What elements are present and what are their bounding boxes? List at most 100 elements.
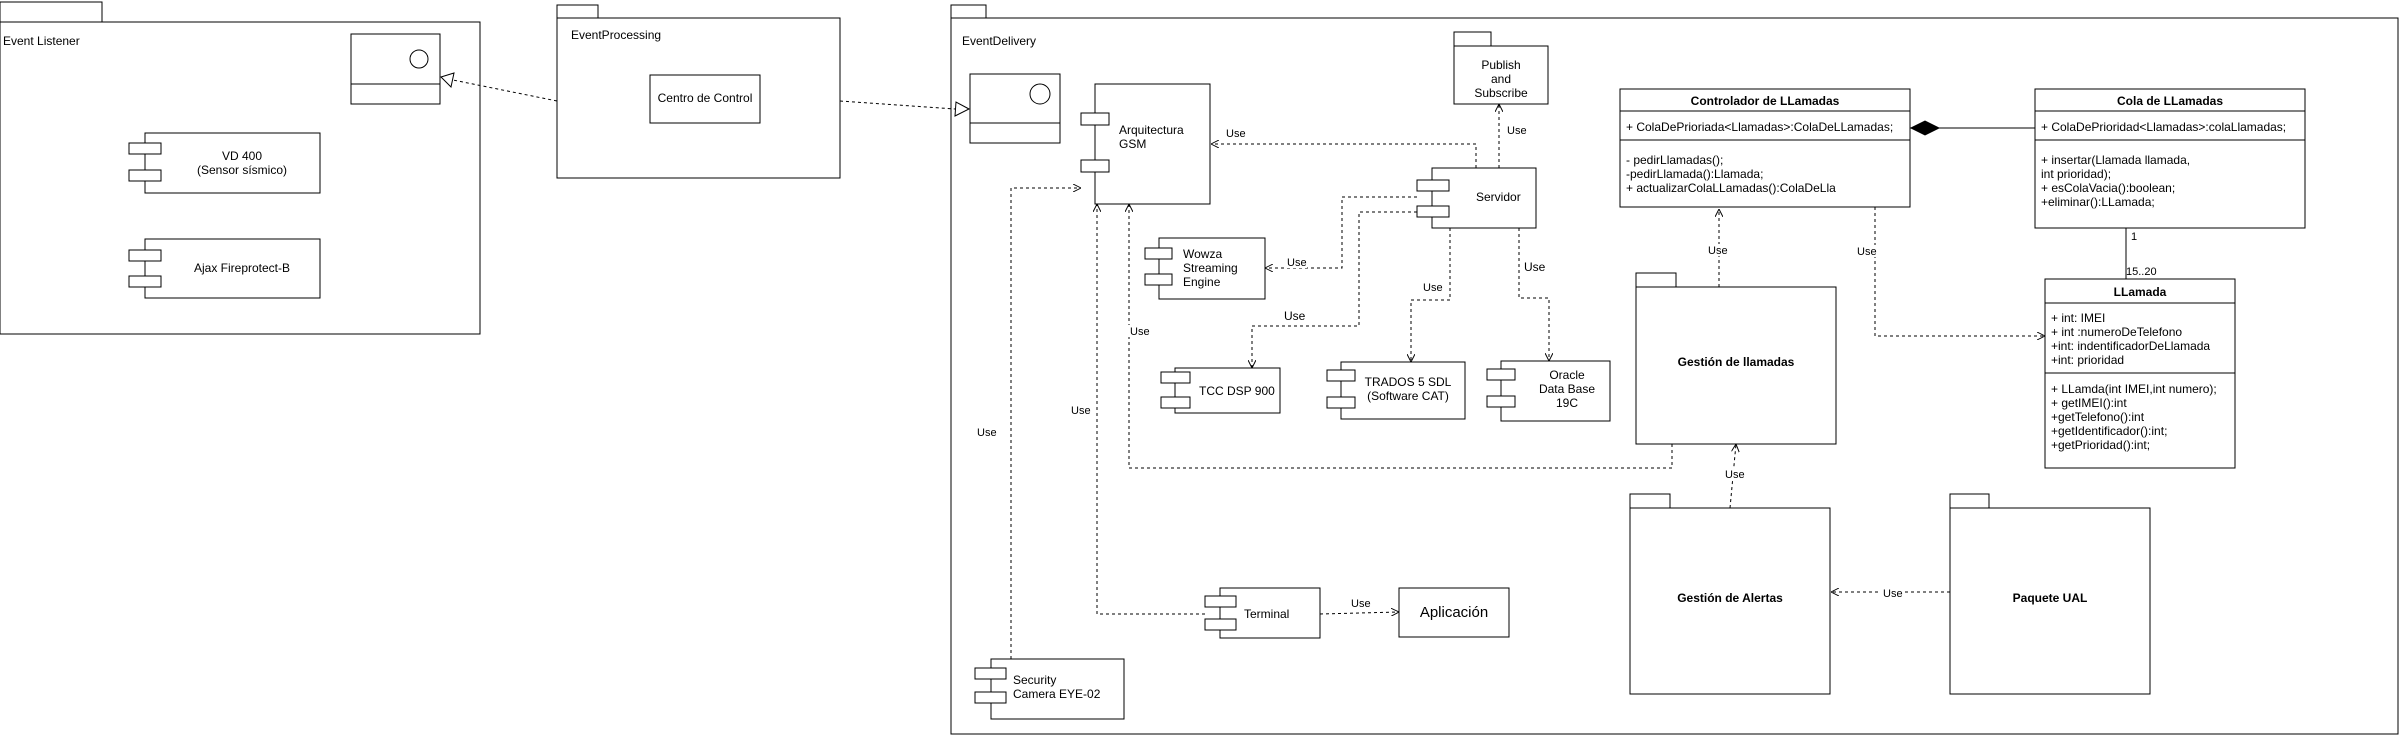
- use-label: Use: [1282, 309, 1308, 323]
- llamada-attribute: +int: indentificadorDeLlamada: [2051, 339, 2210, 353]
- interface-circle-icon: [409, 49, 429, 69]
- publish-label-line2: and: [1491, 72, 1511, 86]
- svg-text:Use: Use: [1351, 598, 1371, 610]
- use-label: Use: [975, 426, 997, 439]
- servidor-label: Servidor: [1476, 190, 1521, 204]
- component-arquitectura-gsm[interactable]: Arquitectura GSM: [1080, 83, 1211, 205]
- component-oracle[interactable]: Oracle Data Base 19C: [1486, 360, 1611, 422]
- llamada-method: + LLamda(int IMEI,int numero);: [2051, 382, 2217, 396]
- oracle-label-line2: Data Base: [1539, 382, 1595, 396]
- use-label: Use: [1224, 127, 1246, 140]
- svg-text:Use: Use: [1130, 326, 1150, 338]
- llamada-method: +getPrioridad():int;: [2051, 438, 2150, 452]
- trados-label-line1: TRADOS 5 SDL: [1365, 375, 1452, 389]
- use-label: Use: [1505, 124, 1527, 137]
- use-label: Use: [1285, 256, 1307, 269]
- dependency-terminal-aplicacion: [1319, 612, 1399, 614]
- wowza-label-line1: Wowza: [1183, 247, 1222, 261]
- svg-text:Use: Use: [1423, 282, 1443, 294]
- cola-method: + insertar(Llamada llamada,: [2041, 153, 2190, 167]
- llamada-title: LLamada: [2114, 285, 2167, 299]
- package-label-event-listener: Event Listener: [3, 34, 80, 48]
- component-interface-box[interactable]: [350, 33, 441, 105]
- llamada-method: +getTelefono():int: [2051, 410, 2145, 424]
- use-label: Use: [1421, 281, 1443, 294]
- llamada-method: + getIMEI():int: [2051, 396, 2127, 410]
- class-cola-llamadas[interactable]: Cola de LLamadas + ColaDePrioridad<Llama…: [2034, 88, 2306, 229]
- gestion-alertas-label: Gestión de Alertas: [1677, 591, 1783, 605]
- package-label-event-delivery: EventDelivery: [962, 34, 1036, 48]
- component-wowza[interactable]: Wowza Streaming Engine: [1144, 237, 1266, 300]
- component-ajax[interactable]: Ajax Fireprotect-B: [128, 238, 321, 299]
- multiplicity-one: 1: [2131, 231, 2137, 243]
- cola-attribute: + ColaDePrioridad<Llamadas>:colaLlamadas…: [2041, 120, 2286, 134]
- cola-title: Cola de LLamadas: [2117, 94, 2223, 108]
- svg-text:Use: Use: [1226, 128, 1246, 140]
- terminal-label: Terminal: [1244, 607, 1289, 621]
- package-gestion-alertas[interactable]: Gestión de Alertas: [1629, 493, 1831, 695]
- component-aplicacion[interactable]: Aplicación: [1398, 587, 1510, 638]
- trados-label-line2: (Software CAT): [1367, 389, 1449, 403]
- svg-text:Use: Use: [1071, 405, 1091, 417]
- interface-circle-icon: [1029, 83, 1051, 105]
- wowza-label-line2: Streaming: [1183, 261, 1238, 275]
- cola-method: + esColaVacia():boolean;: [2041, 181, 2175, 195]
- controlador-method: + actualizarColaLLamadas():ColaDeLla: [1626, 181, 1836, 195]
- arquitectura-label-line1: Arquitectura: [1119, 123, 1184, 137]
- publish-label-line1: Publish: [1481, 58, 1520, 72]
- dependency-servidor-gsm: [1211, 144, 1477, 168]
- use-label: Use: [1522, 259, 1548, 274]
- use-label: Use: [1855, 245, 1877, 258]
- realization-arrow: [440, 72, 558, 102]
- package-gestion-llamadas[interactable]: Gestión de llamadas: [1635, 272, 1837, 445]
- aplicacion-label: Aplicación: [1420, 604, 1488, 621]
- svg-text:Use: Use: [1524, 260, 1546, 274]
- dependency-servidor-trados: [1411, 228, 1451, 362]
- oracle-label-line3: 19C: [1556, 396, 1578, 410]
- dependency-terminal-gsm: [1097, 204, 1205, 615]
- llamada-method: +getIdentificador():int;: [2051, 424, 2167, 438]
- cola-method: int prioridad);: [2041, 167, 2111, 181]
- oracle-label-line1: Oracle: [1549, 368, 1585, 382]
- llamada-attribute: +int: prioridad: [2051, 353, 2124, 367]
- class-llamada[interactable]: LLamada + int: IMEI + int :numeroDeTelef…: [2044, 278, 2236, 469]
- component-trados[interactable]: TRADOS 5 SDL (Software CAT): [1326, 361, 1466, 420]
- realization-arrow: [839, 100, 971, 117]
- composition-controlador-cola: [1909, 120, 2035, 136]
- controlador-attribute: + ColaDePrioriada<Llamadas>:ColaDeLLamad…: [1626, 120, 1893, 134]
- component-servidor[interactable]: Servidor: [1416, 167, 1537, 229]
- multiplicity-many: 15..20: [2126, 266, 2157, 278]
- tcc-label: TCC DSP 900: [1199, 384, 1275, 398]
- controlador-method: - pedirLlamadas();: [1626, 153, 1723, 167]
- gestion-llamadas-label: Gestión de llamadas: [1678, 355, 1795, 369]
- dependency-servidor-wowza: [1265, 196, 1417, 268]
- ajax-label: Ajax Fireprotect-B: [194, 261, 290, 275]
- svg-text:Use: Use: [1507, 125, 1527, 137]
- component-vd400[interactable]: VD 400 (Sensor sísmico): [128, 132, 321, 194]
- component-terminal[interactable]: Terminal: [1204, 587, 1321, 639]
- vd400-label-line2: (Sensor sísmico): [197, 163, 287, 177]
- dependency-camera-gsm: [1010, 188, 1081, 659]
- svg-text:Use: Use: [1883, 588, 1903, 600]
- package-publish-subscribe[interactable]: Publish and Subscribe: [1453, 31, 1549, 105]
- component-interface-box-delivery[interactable]: [969, 73, 1061, 144]
- cola-method: +eliminar():LLamada;: [2041, 195, 2155, 209]
- llamada-attribute: + int: IMEI: [2051, 311, 2105, 325]
- dependency-servidor-tcc: [1252, 211, 1417, 368]
- package-paquete-ual[interactable]: Paquete UAL: [1949, 493, 2151, 695]
- component-centro-control[interactable]: Centro de Control: [649, 74, 761, 124]
- use-label: Use: [1128, 325, 1150, 338]
- vd400-label-line1: VD 400: [222, 149, 262, 163]
- llamada-attribute: + int :numeroDeTelefono: [2051, 325, 2182, 339]
- use-label: Use: [1349, 597, 1371, 610]
- dependency-servidor-oracle: [1518, 228, 1549, 361]
- component-tcc[interactable]: TCC DSP 900: [1160, 367, 1281, 414]
- class-controlador-llamadas[interactable]: Controlador de LLamadas + ColaDePrioriad…: [1619, 88, 1911, 208]
- svg-text:Use: Use: [1284, 309, 1306, 323]
- component-security-camera[interactable]: Security Camera EYE-02: [974, 658, 1125, 720]
- svg-text:Use: Use: [1708, 245, 1728, 257]
- arquitectura-label-line2: GSM: [1119, 137, 1146, 151]
- controlador-title: Controlador de LLamadas: [1691, 94, 1840, 108]
- use-label: Use: [1706, 244, 1728, 257]
